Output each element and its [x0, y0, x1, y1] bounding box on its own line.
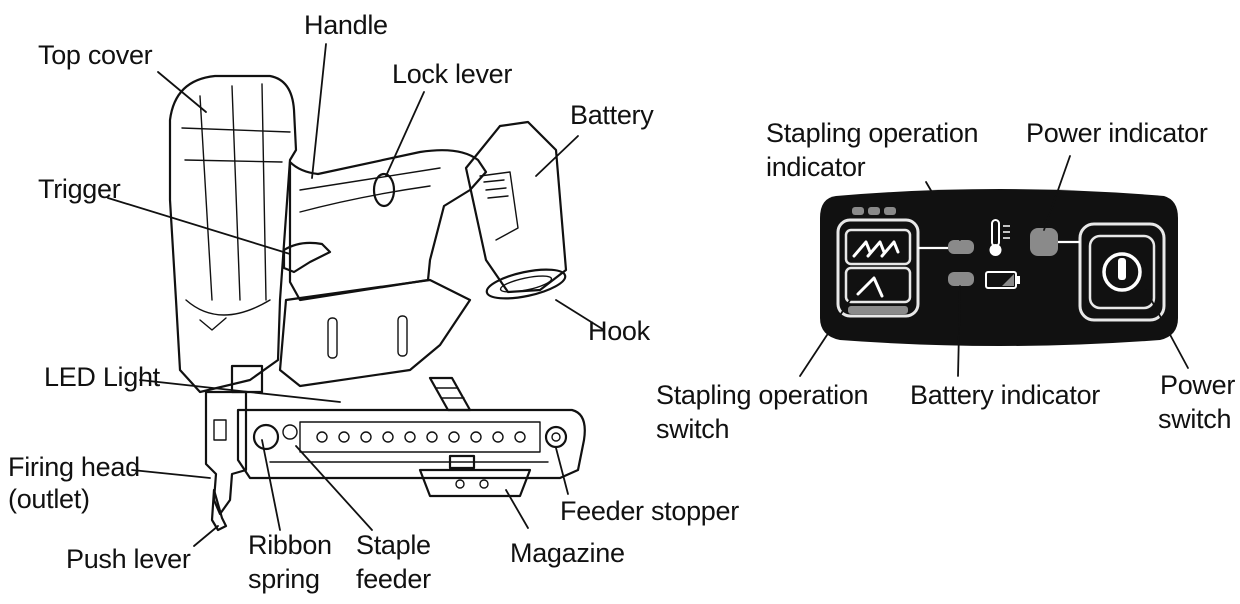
label-firing-head-2: (outlet): [8, 484, 90, 514]
label-stapling-switch-1: Stapling operation: [656, 380, 869, 410]
stapler-body: [168, 74, 586, 532]
label-stapling-indicator-1: Stapling operation: [766, 118, 979, 148]
label-stapling-switch-2: switch: [656, 414, 730, 444]
battery-indicator-lamp: [948, 272, 974, 286]
magazine-holes: [316, 431, 526, 443]
label-ribbon-spring-1: Ribbon: [248, 530, 332, 560]
label-staple-feeder-1: Staple: [356, 530, 431, 560]
magazine-shape: [236, 408, 586, 480]
label-stapling-indicator-2: indicator: [766, 152, 866, 182]
label-led-light: LED Light: [44, 362, 160, 392]
battery-low-icon: [985, 271, 1020, 289]
label-ribbon-spring-2: spring: [248, 564, 320, 594]
hook-shape: [485, 268, 567, 300]
label-lock-lever: Lock lever: [392, 59, 513, 89]
rapid-fire-icon: [852, 240, 900, 258]
firing-head-shape: [204, 390, 248, 516]
single-fire-icon: [856, 276, 884, 298]
trigger-shape: [282, 241, 332, 274]
power-symbol-icon: [1102, 252, 1142, 292]
battery-shape: [464, 120, 568, 294]
label-top-cover: Top cover: [38, 40, 153, 70]
panel-leader-lines: [799, 155, 1189, 377]
vent-slots: [327, 315, 408, 359]
stapling-indicator-lamp: [948, 240, 974, 254]
label-push-lever: Push lever: [66, 544, 191, 574]
label-power-switch-2: switch: [1158, 404, 1232, 434]
tool-leader-lines: [107, 43, 605, 547]
lock-lever-shape: [372, 172, 396, 208]
handle-shape: [288, 149, 488, 302]
label-magazine: Magazine: [510, 538, 625, 568]
label-power-switch-1: Power: [1160, 370, 1236, 400]
label-staple-feeder-2: feeder: [356, 564, 431, 594]
label-power-indicator: Power indicator: [1026, 118, 1208, 148]
label-handle: Handle: [304, 10, 388, 40]
feeder-stopper-shape: [544, 425, 568, 449]
push-lever-shape: [210, 488, 228, 532]
label-firing-head-1: Firing head: [8, 452, 140, 482]
staple-feeder-shape: [252, 423, 280, 451]
label-hook: Hook: [588, 316, 650, 346]
thermometer-icon: [989, 219, 1010, 256]
power-indicator-lamp: [1030, 228, 1058, 256]
label-feeder-stopper: Feeder stopper: [560, 496, 739, 526]
label-battery: Battery: [570, 100, 654, 130]
label-trigger: Trigger: [38, 174, 121, 204]
control-panel: [820, 189, 1178, 346]
label-battery-indicator: Battery indicator: [910, 380, 1100, 410]
top-cover-shape: [168, 74, 298, 394]
